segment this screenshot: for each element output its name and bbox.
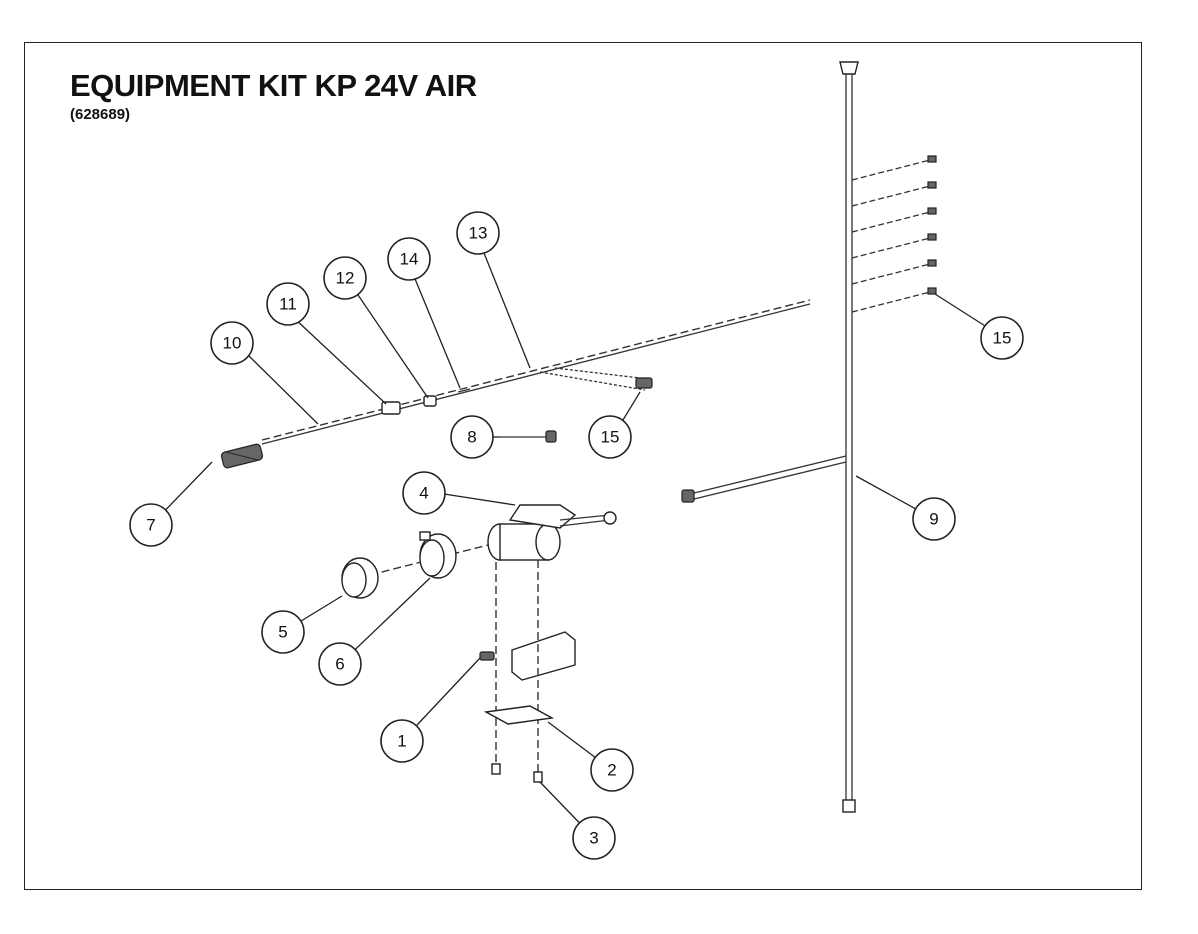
callout-label: 4 [419, 484, 428, 503]
callout-label: 10 [223, 334, 242, 353]
callout-label: 1 [397, 732, 406, 751]
connector-7 [220, 443, 264, 469]
callout-15-branches: 15 [980, 316, 1024, 360]
callout-6: 6 [318, 642, 362, 686]
callout-label: 13 [469, 224, 488, 243]
callout-8: 8 [450, 415, 494, 459]
callout-label: 3 [589, 829, 598, 848]
lamp-assembly-4 [369, 504, 617, 576]
vertical-harness-9 [681, 61, 937, 813]
plate-2 [483, 705, 555, 725]
callout-14: 14 [387, 237, 431, 281]
screw-8 [500, 430, 557, 443]
leader-lines [150, 247, 1005, 839]
callout-7: 7 [129, 503, 173, 547]
callout-label: 15 [601, 428, 620, 447]
screws-3 [491, 763, 543, 783]
callout-label: 11 [279, 295, 297, 314]
ring-6 [419, 531, 457, 579]
main-harness [261, 299, 811, 445]
bracket-1 [479, 560, 576, 780]
callout-4: 4 [402, 471, 446, 515]
callout-label: 8 [467, 428, 476, 447]
callout-3: 3 [572, 816, 616, 860]
callout-label: 2 [607, 761, 616, 780]
ring-5 [341, 557, 379, 599]
callout-label: 9 [929, 510, 938, 529]
callout-5: 5 [261, 610, 305, 654]
page-title: EQUIPMENT KIT KP 24V AIR [70, 68, 477, 103]
callout-label: 15 [993, 329, 1012, 348]
callout-2: 2 [590, 748, 634, 792]
callout-15-harness: 15 [588, 415, 632, 459]
callout-11: 11 [266, 282, 310, 326]
callout-1: 1 [380, 719, 424, 763]
callout-12: 12 [323, 256, 367, 300]
callout-label: 12 [336, 269, 355, 288]
callout-13: 13 [456, 211, 500, 255]
callout-label: 6 [335, 655, 344, 674]
callout-10: 10 [210, 321, 254, 365]
callout-label: 5 [278, 623, 287, 642]
callout-label: 7 [146, 516, 155, 535]
part-number: (628689) [70, 106, 131, 123]
callout-label: 14 [400, 250, 419, 269]
callout-9: 9 [912, 497, 956, 541]
